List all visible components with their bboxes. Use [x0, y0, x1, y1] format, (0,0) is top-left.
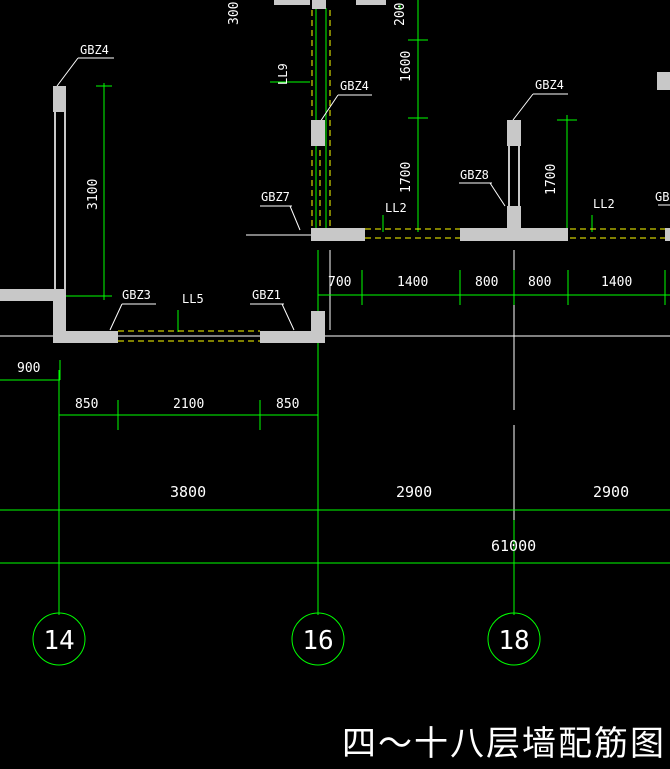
dim-2900-left: 2900	[396, 483, 432, 501]
dim-3100: 3100	[86, 179, 101, 210]
label-ll9: LL9	[276, 63, 290, 85]
label-gbz-edge: GBZ	[655, 190, 670, 204]
axis-bubble-16	[291, 612, 345, 666]
label-gbz4-left: GBZ4	[80, 43, 109, 57]
label-gbz8: GBZ8	[460, 168, 489, 182]
vertical-dimension-labels: 300 200 1600 1700 1700 3100	[86, 2, 559, 210]
label-ll2-left: LL2	[385, 201, 407, 215]
dim-2900-right: 2900	[593, 483, 629, 501]
label-gbz1: GBZ1	[252, 288, 281, 302]
label-gbz4-mid: GBZ4	[340, 79, 369, 93]
dim-1700-right: 1700	[544, 164, 559, 195]
dim-700: 700	[328, 275, 351, 290]
label-ll5: LL5	[182, 292, 204, 306]
label-gbz3: GBZ3	[122, 288, 151, 302]
dim-900: 900	[17, 361, 40, 376]
span-dimension-labels: 3800 2900 2900 61000	[170, 483, 629, 555]
axis-bubble-18	[487, 612, 541, 666]
dim-1600: 1600	[399, 51, 414, 82]
label-ll2-right: LL2	[593, 197, 615, 211]
label-gbz7: GBZ7	[261, 190, 290, 204]
axis-markers: 14 16 18	[32, 612, 541, 666]
dim-200: 200	[393, 3, 408, 26]
dim-800-right: 800	[528, 275, 551, 290]
dim-850-left: 850	[75, 397, 98, 412]
upper-dimension-labels: 700 1400 800 800 1400	[328, 275, 632, 290]
axis-bubble-14	[32, 612, 86, 666]
label-gbz4-right: GBZ4	[535, 78, 564, 92]
dim-1400-left: 1400	[397, 275, 428, 290]
dim-1700-left: 1700	[399, 162, 414, 193]
dim-850-right: 850	[276, 397, 299, 412]
beam-labels: LL9 LL2 LL2 LL5	[182, 63, 615, 306]
dim-1400-right: 1400	[601, 275, 632, 290]
column-labels: GBZ4 GBZ4 GBZ4 GBZ7 GBZ8 GBZ3 GBZ1 GBZ	[80, 43, 670, 302]
axis-label-14: 14	[43, 626, 74, 656]
drawing-title: 四～十八层墙配筋图	[342, 724, 666, 764]
axis-label-18: 18	[498, 626, 529, 656]
dim-61000: 61000	[491, 537, 536, 555]
dim-300: 300	[227, 2, 242, 25]
axis-label-16: 16	[302, 626, 333, 656]
dim-800-left: 800	[475, 275, 498, 290]
dimension-lines	[0, 0, 670, 615]
dim-2100: 2100	[173, 397, 204, 412]
lower-dimension-labels: 900 850 2100 850	[17, 361, 299, 412]
dim-3800: 3800	[170, 483, 206, 501]
walls	[0, 0, 670, 343]
